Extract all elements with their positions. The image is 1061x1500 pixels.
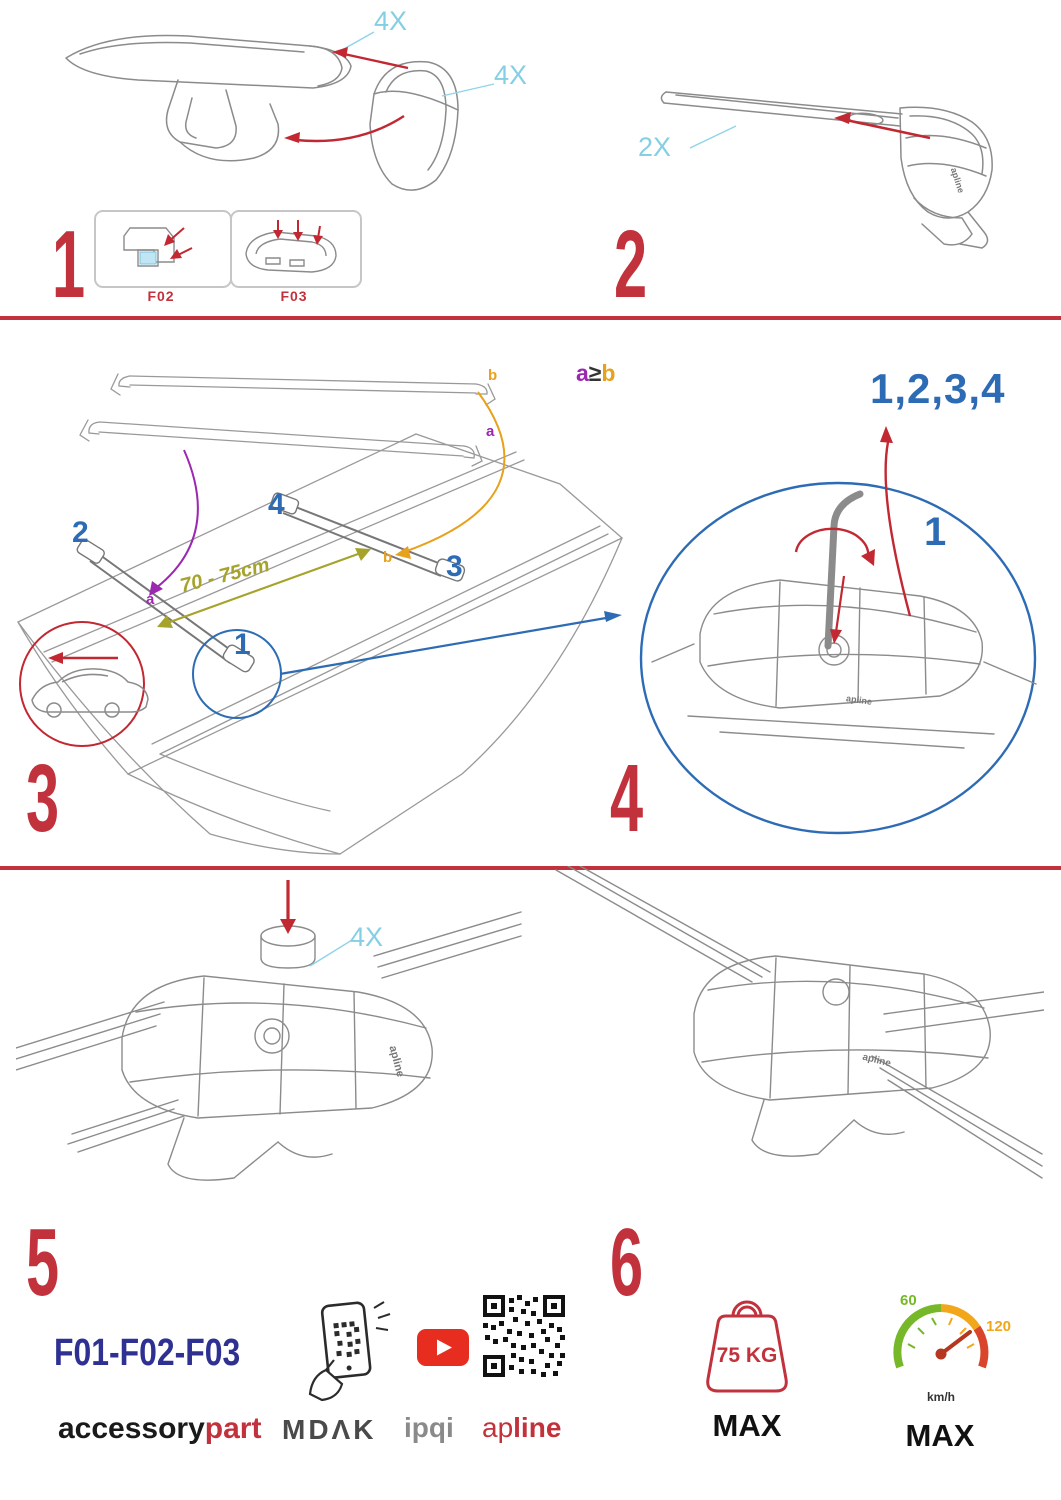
qr-code bbox=[483, 1295, 565, 1377]
brand-apline-prefix: ap bbox=[482, 1412, 514, 1443]
bar-label-b: b bbox=[488, 367, 498, 384]
qty-label-caps-top: 4X bbox=[374, 6, 408, 36]
orange-arrow-b bbox=[395, 391, 506, 559]
qty-label-caps-right: 4X bbox=[494, 60, 528, 90]
speed-low-label: 60 bbox=[900, 1292, 917, 1309]
step6-illustration bbox=[555, 866, 1044, 1179]
position-label-2: 2 bbox=[72, 516, 89, 549]
section-divider-bottom bbox=[0, 866, 1061, 870]
inset-label-f02: F02 bbox=[147, 288, 175, 304]
weight-max-label: MAX bbox=[712, 1408, 782, 1443]
tighten-sequence-label: 1,2,3,4 bbox=[870, 365, 1006, 412]
inset-box-f03 bbox=[230, 210, 362, 288]
brand-apline: apline bbox=[482, 1414, 561, 1442]
inset-box-f02 bbox=[94, 210, 232, 288]
pointer-line bbox=[341, 31, 375, 51]
inset-f03-illustration bbox=[245, 220, 337, 273]
car-direction-arrow bbox=[48, 652, 118, 664]
step3-illustration bbox=[17, 373, 623, 855]
distance-arrow bbox=[157, 548, 371, 628]
brand-accessorypart: accessorypart bbox=[58, 1414, 261, 1444]
speed-unit-label: km/h bbox=[926, 1390, 955, 1404]
step-number-3: 3 bbox=[26, 745, 59, 852]
model-codes-label: F01-F02-F03 bbox=[54, 1332, 241, 1374]
brand-ipqi: ipqi bbox=[404, 1412, 454, 1443]
red-arrow bbox=[284, 47, 409, 143]
allen-key-icon bbox=[824, 490, 864, 650]
step1-illustration bbox=[65, 31, 495, 191]
pointer-line bbox=[441, 83, 495, 97]
brand-apline-suffix: line bbox=[513, 1412, 562, 1443]
step-number-1: 1 bbox=[52, 211, 85, 318]
brand-part-text: part bbox=[204, 1412, 262, 1445]
roof-label-b: b bbox=[383, 549, 393, 566]
highlight-part bbox=[139, 251, 157, 265]
step2-illustration bbox=[660, 91, 993, 249]
red-arrow bbox=[834, 112, 931, 140]
brand-mdak: MDΛK bbox=[282, 1414, 377, 1445]
weight-limit-label: 75 KG bbox=[716, 1344, 778, 1367]
position-label-4: 4 bbox=[268, 488, 285, 521]
ab-formula: a≥b bbox=[576, 362, 615, 385]
qty-label-knobs: 4X bbox=[350, 922, 384, 952]
formula-b: b bbox=[601, 360, 616, 386]
speed-high-label: 120 bbox=[986, 1318, 1012, 1335]
youtube-icon bbox=[417, 1329, 469, 1366]
car-icon bbox=[31, 668, 149, 718]
step-number-6: 6 bbox=[610, 1209, 643, 1316]
tighten-arrow bbox=[830, 575, 846, 644]
sequence-first-label: 1 bbox=[924, 510, 947, 554]
formula-a: a bbox=[576, 360, 589, 386]
step-number-4: 4 bbox=[610, 745, 643, 852]
speedometer-icon bbox=[893, 1304, 989, 1369]
inset-f02-illustration bbox=[123, 227, 193, 267]
roof-label-a: a bbox=[146, 591, 155, 608]
pointer-line bbox=[689, 125, 737, 149]
formula-op: ≥ bbox=[588, 360, 602, 386]
brand-accessory-text: accessory bbox=[58, 1412, 205, 1445]
purple-arrow-a bbox=[149, 449, 199, 596]
blue-arrow-to-detail bbox=[279, 611, 622, 676]
step-number-5: 5 bbox=[26, 1209, 59, 1316]
phone-scan-icon bbox=[308, 1301, 391, 1402]
pointer-line bbox=[309, 939, 353, 967]
step4-illustration bbox=[639, 426, 1037, 835]
step-number-2: 2 bbox=[614, 211, 647, 318]
red-arrow bbox=[273, 220, 323, 245]
bar-label-a: a bbox=[486, 423, 495, 440]
speed-max-label: MAX bbox=[905, 1418, 975, 1453]
qty-label-bars: 2X bbox=[638, 132, 672, 162]
red-arrow bbox=[164, 227, 193, 259]
car-direction-circle bbox=[19, 621, 145, 747]
section-divider-top bbox=[0, 316, 1061, 320]
rotation-arrow bbox=[794, 527, 875, 566]
inset-label-f03: F03 bbox=[280, 288, 308, 304]
step5-illustration bbox=[16, 880, 522, 1181]
red-arrow bbox=[280, 880, 296, 934]
sequence-arrow bbox=[880, 426, 912, 617]
position-label-1: 1 bbox=[234, 628, 251, 661]
position-label-3: 3 bbox=[446, 550, 463, 583]
zoom-ellipse bbox=[639, 481, 1037, 835]
weight-icon bbox=[706, 1300, 788, 1393]
